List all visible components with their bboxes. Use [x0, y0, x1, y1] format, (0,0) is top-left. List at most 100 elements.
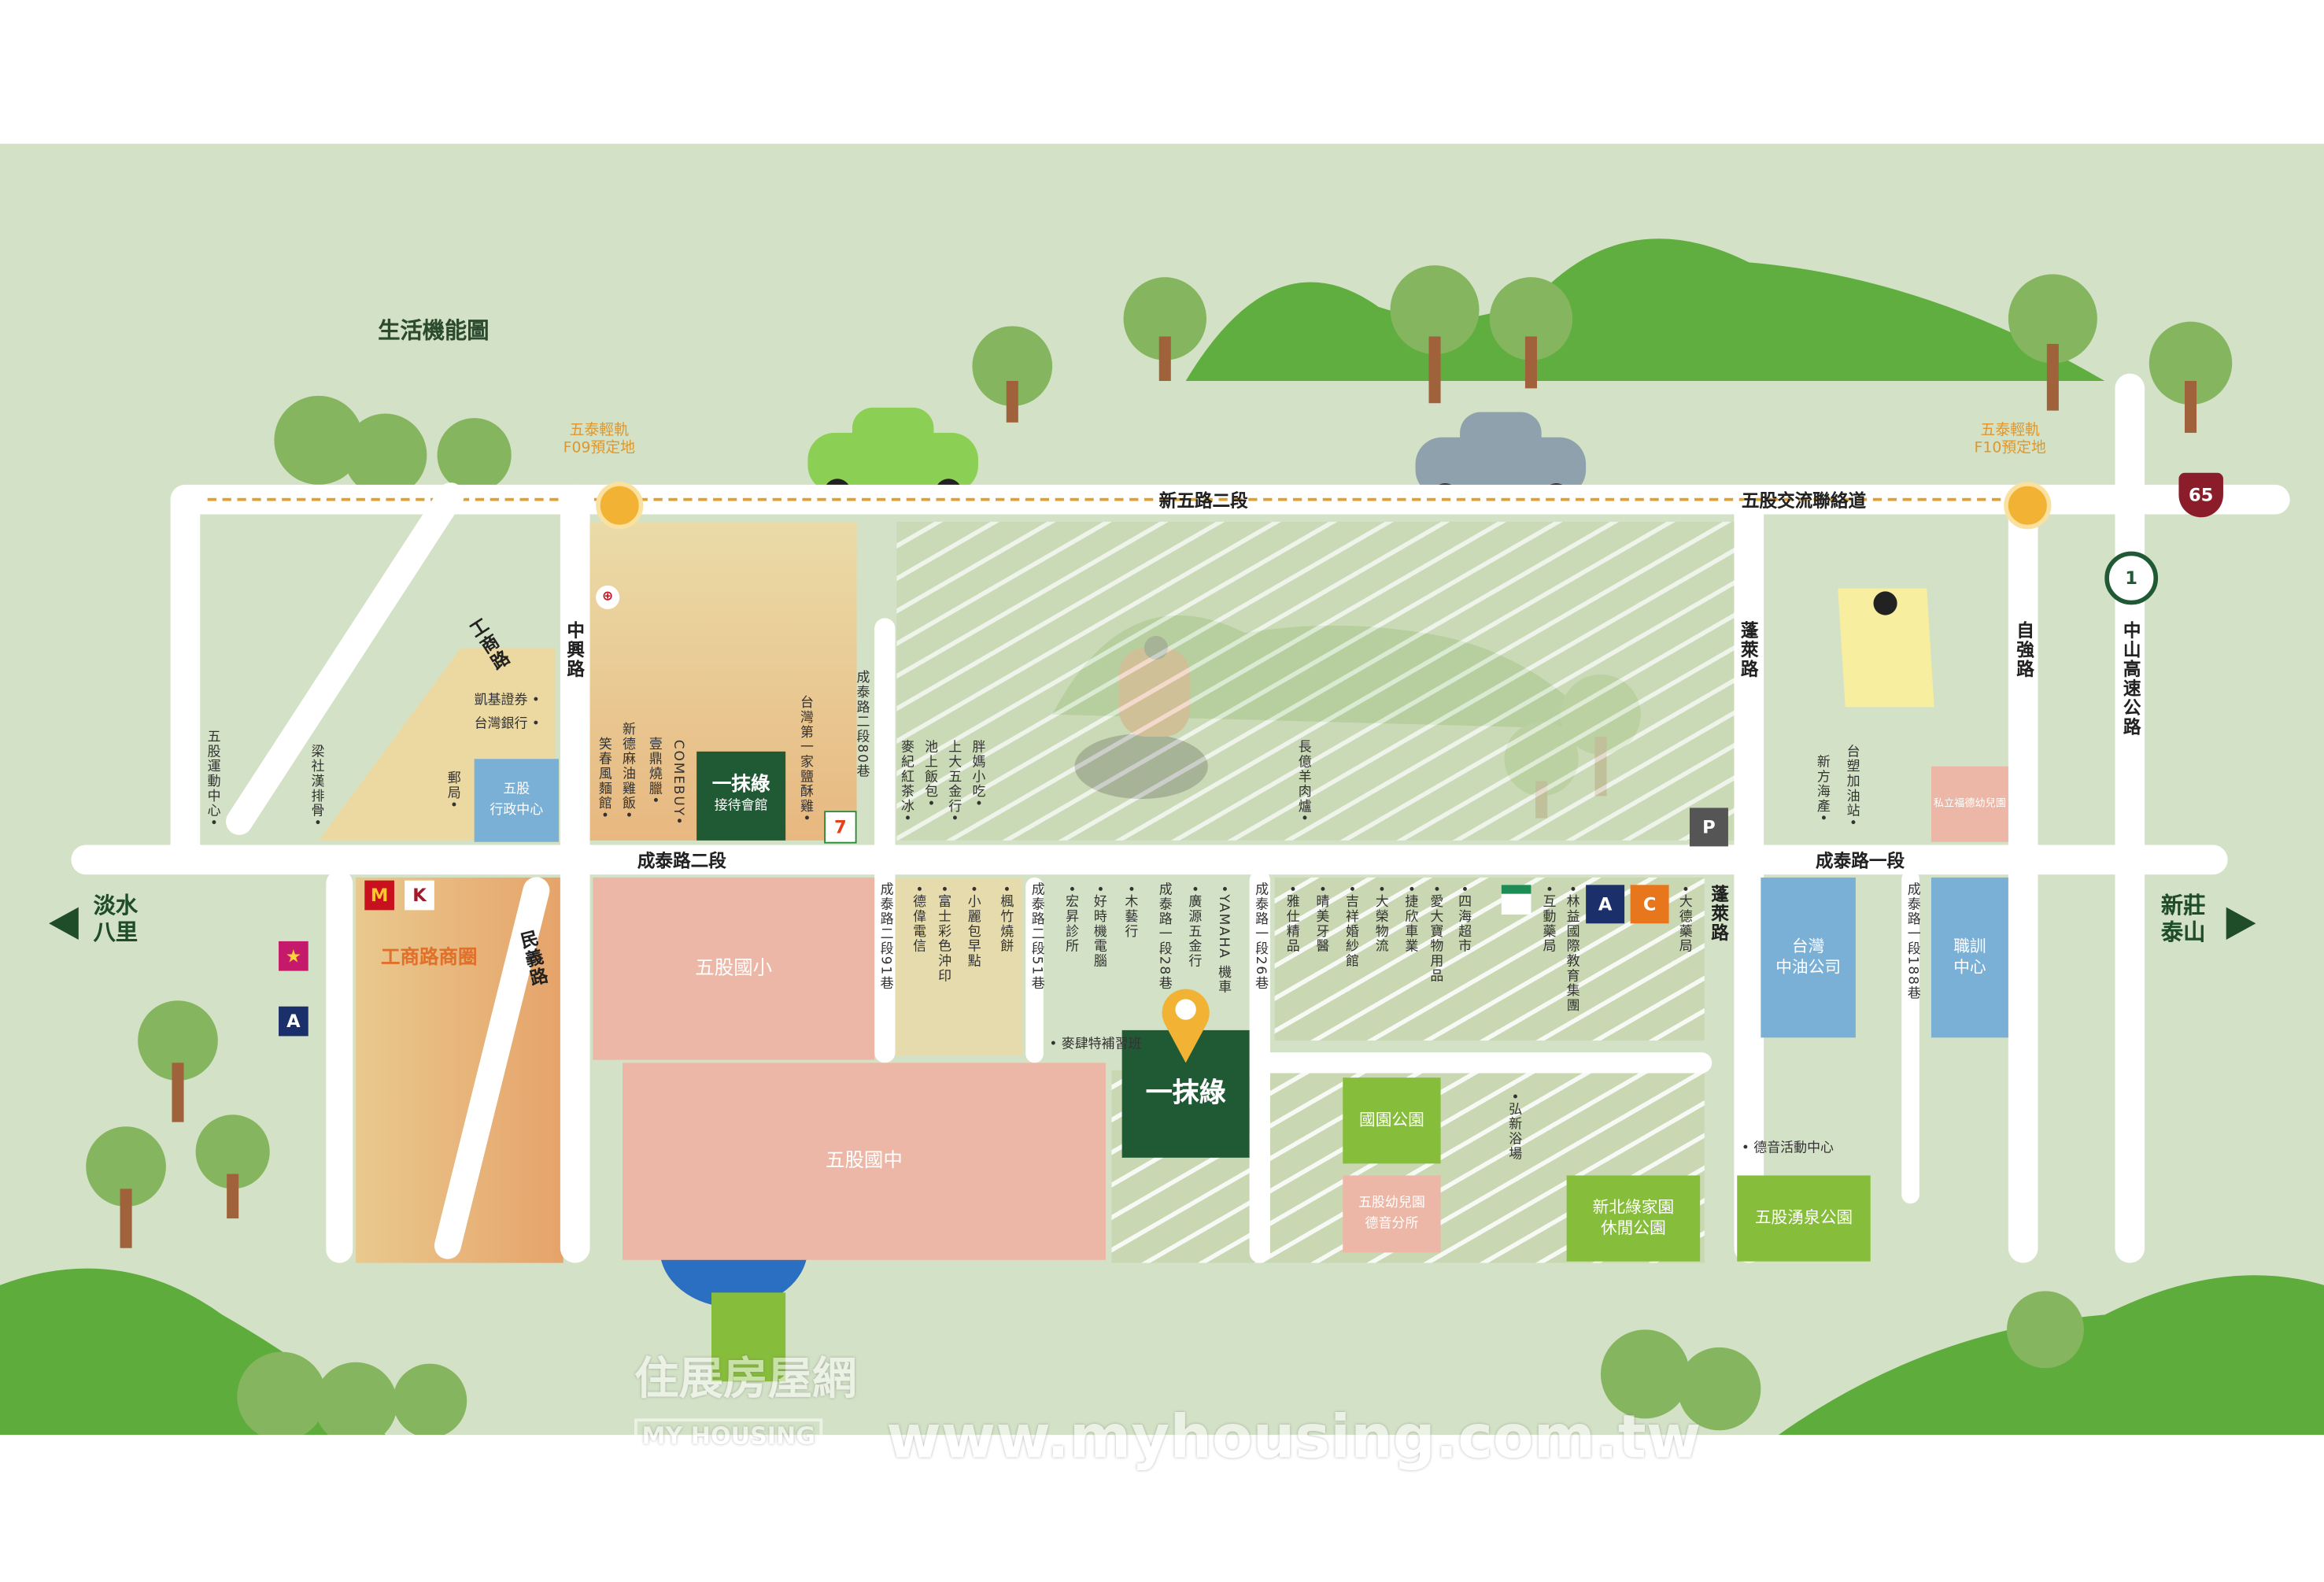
store-logo-pink: ★ — [279, 941, 309, 971]
poi: 壹鼎燒臘 — [646, 737, 661, 805]
direction-west-2: 八里 — [93, 919, 139, 946]
poi: 上大五金行 — [946, 740, 961, 823]
station-f10-marker[interactable] — [2004, 482, 2052, 530]
road-label-ziqiang: 自強路 — [2014, 621, 2035, 679]
kindergarten-deyin-line2: 德音分所 — [1365, 1217, 1419, 1233]
block-kindergarten-deyin[interactable]: 五股幼兒園德音分所 — [1343, 1175, 1441, 1253]
poi: 雅仕精品 — [1284, 885, 1299, 953]
poi: 新方海產 — [1814, 755, 1829, 823]
post-office-icon: ⊕ — [596, 585, 620, 610]
cpc-line2: 中油公司 — [1775, 957, 1842, 978]
poi: 大德藥局 — [1676, 885, 1691, 953]
training-line1: 職訓 — [1953, 937, 1986, 956]
block-admin-center[interactable]: 五股行政中心 — [474, 759, 560, 842]
station-f09-marker[interactable] — [596, 482, 644, 530]
poi: 台塑加油站 — [1844, 744, 1859, 827]
seven-eleven-logo: 7 — [824, 811, 857, 844]
road-west-vertical — [170, 484, 201, 870]
poi: 小麗包早點 — [965, 885, 980, 968]
light-rail-line — [207, 497, 2045, 501]
poi: 池上飯包 — [922, 740, 937, 808]
familymart-logo — [1501, 885, 1531, 915]
map-title: 生活機能圖 — [378, 317, 490, 344]
road-label-lane80: 成泰路二段80巷 — [853, 670, 869, 779]
road-ziqiang — [2008, 499, 2038, 1263]
poi: 德偉電信 — [910, 885, 925, 953]
block-training-center[interactable]: 職訓中心 — [1931, 877, 2008, 1038]
mcdonalds-logo: M — [364, 880, 394, 911]
poi: • 德音活動中心 — [1741, 1141, 1834, 1156]
waving-person-illustration — [1838, 588, 1934, 708]
poi: 郵局 — [445, 771, 460, 810]
road-label-chengtai1: 成泰路一段 — [1816, 851, 1905, 872]
poi: COMEBUY — [670, 740, 685, 826]
poi: 胖媽小吃 — [970, 740, 985, 808]
road-south-horizontal — [1259, 1052, 1713, 1074]
poi: • 麥肆特補習班 — [1049, 1037, 1142, 1053]
training-line2: 中心 — [1953, 957, 1986, 978]
green-park-line2: 休閒公園 — [1600, 1218, 1666, 1238]
admin-center-line1: 五股 — [503, 782, 530, 798]
kfc-logo: K — [405, 880, 434, 911]
road-chengtai — [71, 845, 2228, 875]
block-junior-high-school[interactable]: 五股國中 — [622, 1063, 1106, 1260]
pxmart-logo-west: A — [279, 1006, 309, 1037]
hill-top — [1185, 238, 2105, 382]
shopping-district-label: 工商路商圈 — [381, 947, 478, 970]
arrow-left-icon[interactable] — [49, 907, 79, 941]
cpc-line1: 台灣 — [1791, 937, 1825, 956]
station-name: F09預定地 — [563, 440, 635, 457]
parking-icon: P — [1689, 808, 1728, 847]
green-park-line1: 新北綠家園 — [1592, 1197, 1675, 1218]
direction-west[interactable]: 淡水八里 — [94, 893, 139, 946]
poi: 愛大寶物用品 — [1428, 885, 1443, 983]
arrow-right-icon[interactable] — [2226, 907, 2256, 941]
station-line: 五泰輕軌 — [1980, 422, 2040, 439]
poi: 五股運動中心 — [205, 730, 220, 828]
poi: 宏昇診所 — [1062, 885, 1077, 953]
poi: 廣源五金行 — [1186, 885, 1201, 968]
pxmart-logo: A — [1586, 885, 1625, 924]
block-cpc[interactable]: 台灣中油公司 — [1761, 877, 1856, 1038]
poi: 麥紀紅茶冰 — [898, 740, 913, 823]
poi: 楓竹燒餅 — [997, 885, 1012, 953]
carrefour-logo: C — [1630, 885, 1669, 924]
station-line: 五泰輕軌 — [569, 422, 629, 439]
block-park-guanyuan[interactable]: 國園公園 — [1343, 1077, 1441, 1164]
road-freeway — [2115, 373, 2145, 1263]
road-label-lane26: 成泰路一段26巷 — [1252, 882, 1268, 991]
block-green-park[interactable]: 新北綠家園休閒公園 — [1566, 1175, 1701, 1262]
poi: 台灣第一家鹽酥雞 — [797, 695, 812, 823]
poi: 大榮物流 — [1373, 885, 1387, 953]
road-label-xinwu: 新五路二段 — [1158, 490, 1248, 512]
poi: 弘新浴場 — [1506, 1092, 1520, 1161]
poi: 新德麻油雞飯 — [619, 722, 634, 820]
block-spring-park[interactable]: 五股湧泉公園 — [1737, 1175, 1871, 1262]
road-label-chengtai2: 成泰路二段 — [637, 851, 726, 872]
poi: 木藝行 — [1122, 885, 1137, 938]
road-lane51 — [1025, 877, 1044, 1063]
poi: 台灣銀行 • — [474, 717, 540, 733]
poi: 互動藥局 — [1540, 885, 1555, 953]
block-private-kindergarten[interactable]: 私立福德幼兒園 — [1931, 766, 2008, 842]
direction-east-2: 泰山 — [2160, 919, 2206, 946]
poi: 好時機電腦 — [1091, 885, 1106, 968]
road-penglai — [1734, 499, 1764, 1263]
poi-label: 凱基證券 — [474, 693, 528, 709]
poi: 吉祥婚紗館 — [1343, 885, 1358, 968]
direction-east[interactable]: 新莊泰山 — [2161, 893, 2206, 946]
road-label-lane188: 成泰路一段188巷 — [1905, 882, 1919, 1001]
block-elementary-school[interactable]: 五股國小 — [593, 877, 875, 1060]
poi: 四海超市 — [1455, 885, 1470, 953]
road-lane80 — [874, 618, 896, 1063]
road-label-lane28: 成泰路一段28巷 — [1155, 882, 1171, 991]
sales-center-block[interactable]: 一抹綠接待會館 — [696, 751, 786, 841]
location-pin-icon[interactable] — [1161, 985, 1211, 1063]
car-green — [807, 407, 978, 506]
watermark-brand: 住展房屋網 — [634, 1353, 857, 1406]
poi: YAMAHA 機車 — [1215, 885, 1230, 994]
